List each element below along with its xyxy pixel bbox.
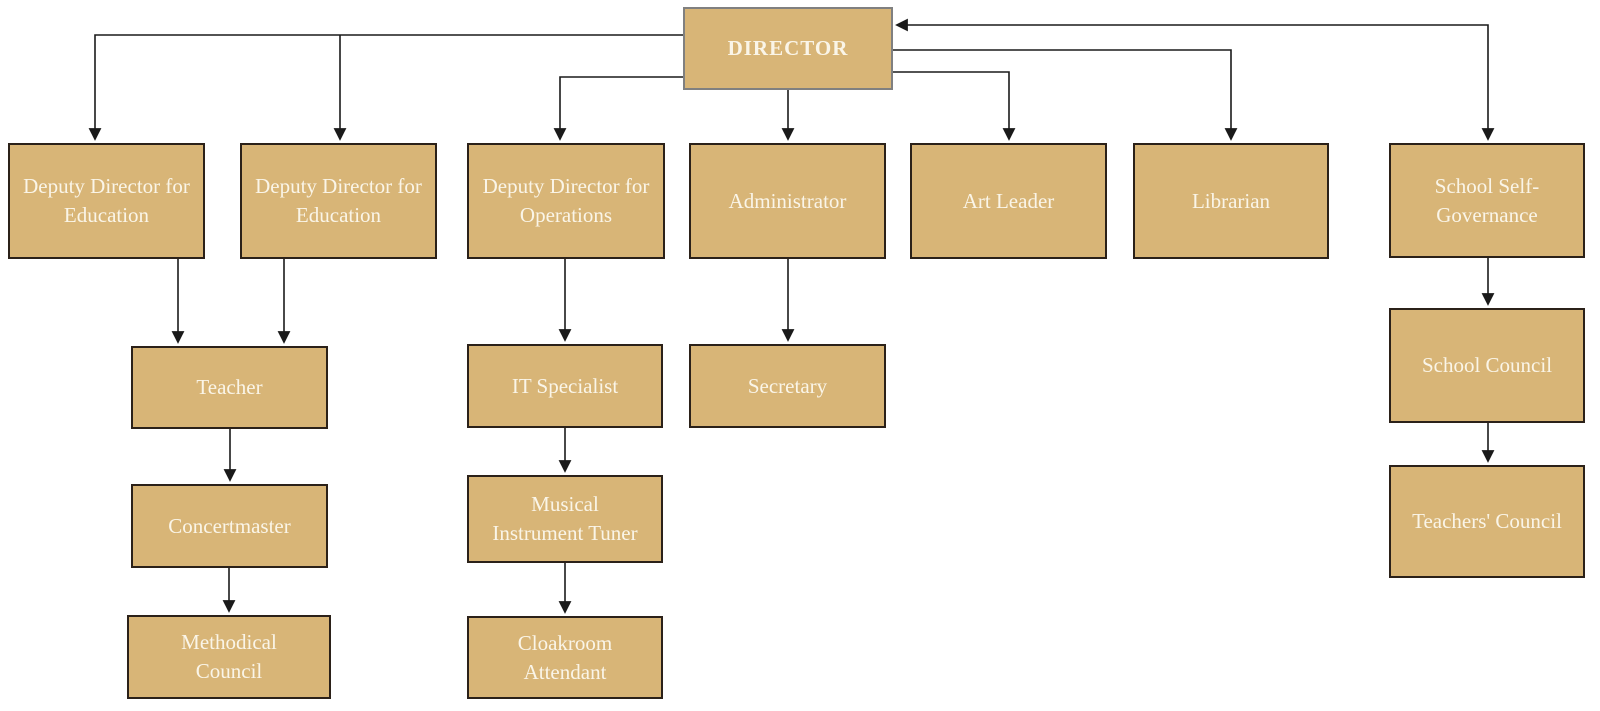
node-deputy-director-operations: Deputy Director for Operations	[467, 143, 665, 259]
node-teacher: Teacher	[131, 346, 328, 429]
node-concertmaster: Concertmaster	[131, 484, 328, 568]
node-school-council-label: School Council	[1421, 353, 1553, 378]
node-librarian-label: Librarian	[1191, 188, 1271, 213]
node-secretary-label: Secretary	[747, 373, 828, 398]
node-librarian: Librarian	[1133, 143, 1329, 259]
node-methodical-council-label: Methodical Council	[181, 630, 277, 683]
node-methodical-council: Methodical Council	[127, 615, 331, 699]
edge-director-to-dd-operations	[553, 76, 683, 141]
node-cloakroom-attendant: Cloakroom Attendant	[467, 616, 663, 699]
node-musical-instrument-tuner: Musical Instrument Tuner	[467, 475, 663, 563]
edge-school-self-governance-director-bidirectional	[895, 18, 1495, 141]
edge-director-to-art-leader	[893, 71, 1016, 141]
node-school-self-governance: School Self-Governance	[1389, 143, 1585, 258]
node-deputy-director-operations-label: Deputy Director for Operations	[482, 174, 650, 227]
node-it-specialist-label: IT Specialist	[511, 373, 619, 398]
node-director: DIRECTOR	[683, 7, 893, 90]
node-administrator: Administrator	[689, 143, 886, 259]
node-deputy-director-education-1: Deputy Director for Education	[8, 143, 205, 259]
node-director-label: DIRECTOR	[727, 36, 849, 61]
edge-director-to-dd-education-1	[88, 34, 683, 141]
node-teachers-council: Teachers' Council	[1389, 465, 1585, 578]
node-art-leader: Art Leader	[910, 143, 1107, 259]
edge-director-to-librarian	[893, 49, 1238, 141]
node-administrator-label: Administrator	[728, 188, 847, 213]
node-deputy-director-education-1-label: Deputy Director for Education	[23, 174, 190, 227]
node-teachers-council-label: Teachers' Council	[1412, 509, 1562, 534]
node-art-leader-label: Art Leader	[962, 188, 1055, 213]
node-school-council: School Council	[1389, 308, 1585, 423]
node-musical-instrument-tuner-label: Musical Instrument Tuner	[492, 492, 638, 545]
node-secretary: Secretary	[689, 344, 886, 428]
node-cloakroom-attendant-label: Cloakroom Attendant	[517, 630, 613, 684]
node-concertmaster-label: Concertmaster	[168, 513, 291, 538]
node-deputy-director-education-2: Deputy Director for Education	[240, 143, 437, 259]
node-it-specialist: IT Specialist	[467, 344, 663, 428]
node-deputy-director-education-2-label: Deputy Director for Education	[255, 174, 422, 227]
node-school-self-governance-label: School Self-Governance	[1434, 173, 1540, 227]
node-teacher-label: Teacher	[196, 375, 263, 400]
